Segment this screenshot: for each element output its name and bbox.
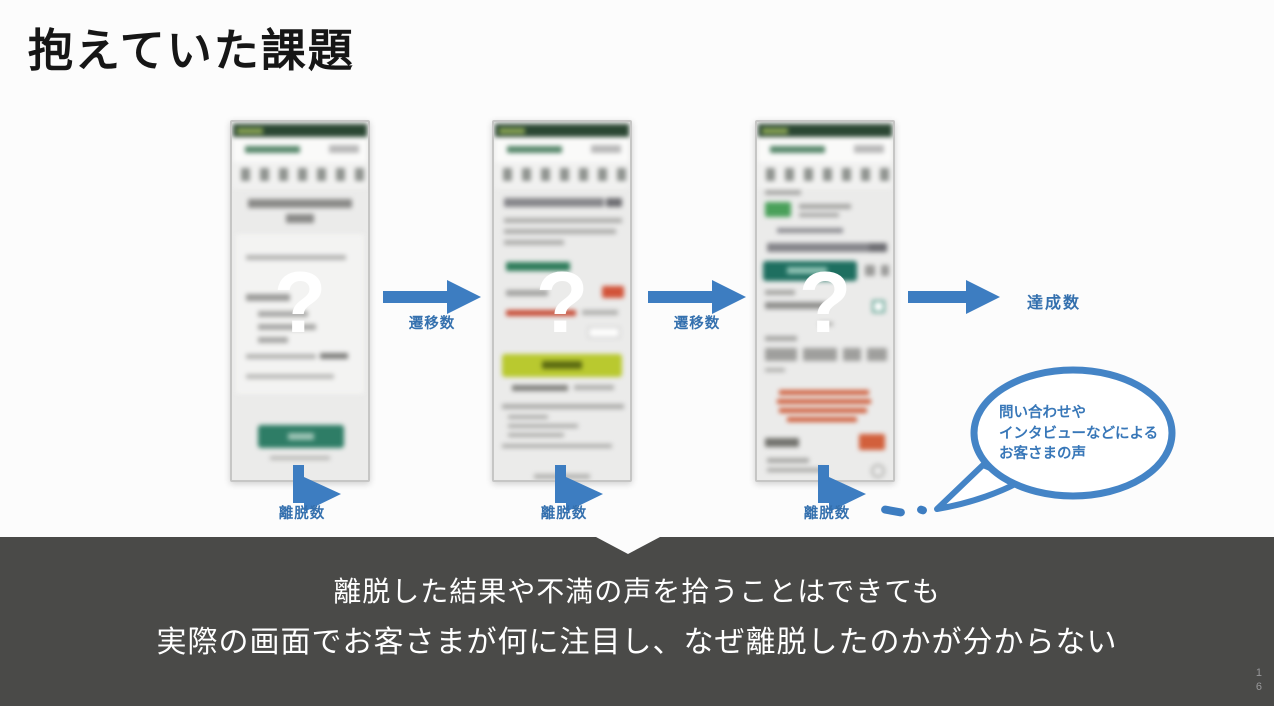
green-status-badge <box>765 202 791 217</box>
dropout-count-label: 離脱数 <box>803 506 851 522</box>
dropout-arrow-icon <box>555 465 603 512</box>
speech-bubble <box>934 366 1176 512</box>
phone-screenshot-3: ? <box>755 120 895 482</box>
dropout-count-label: 離脱数 <box>278 506 326 522</box>
banner-notch <box>596 537 660 554</box>
orange-cta-button <box>859 434 885 450</box>
red-badge <box>602 286 624 298</box>
blurred-app-screen <box>494 122 630 480</box>
dropout-arrow-icon <box>293 465 341 512</box>
question-mark-overlay: ? <box>798 255 852 351</box>
transition-arrow-icon <box>648 280 746 314</box>
banner-text-line2: 実際の画面でお客さまが何に注目し、なぜ離脱したのかが分からない <box>156 626 1118 659</box>
achievement-count-label: 達成数 <box>1027 295 1082 312</box>
banner-text-line1: 離脱した結果や不満の声を拾うことはできても <box>333 576 941 607</box>
customer-voice-note: 問い合わせや インタビューなどによる お客さまの声 <box>999 405 1159 462</box>
page-title: 抱えていた課題 <box>28 25 355 76</box>
dropout-count-label: 離脱数 <box>540 506 588 522</box>
transition-count-label: 遷移数 <box>408 316 456 332</box>
achievement-arrow-icon <box>908 280 1000 314</box>
blurred-app-screen <box>232 122 368 480</box>
transition-arrow-icon <box>383 280 481 314</box>
question-mark-overlay: ? <box>273 255 327 351</box>
blurred-app-screen <box>757 122 893 480</box>
question-mark-overlay: ? <box>535 255 589 351</box>
conclusion-banner: 離脱した結果や不満の声を拾うことはできても 実際の画面でお客さまが何に注目し、な… <box>0 537 1274 706</box>
phone-screenshot-1: ? <box>230 120 370 482</box>
dropout-arrow-icon <box>818 465 866 512</box>
dashed-connector <box>880 504 906 518</box>
page-number: 1 6 <box>1255 667 1262 693</box>
phone-screenshot-2: ? <box>492 120 632 482</box>
transition-count-label: 遷移数 <box>673 316 721 332</box>
